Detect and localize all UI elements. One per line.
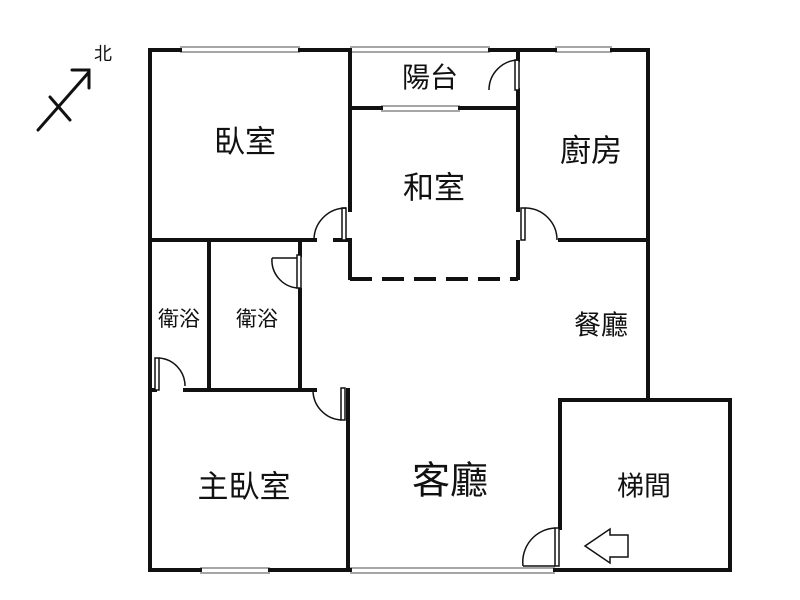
japanese-room-dashed-wall [348,240,520,281]
walls [148,48,732,572]
room-label-balcony: 陽台 [402,61,458,94]
windows [180,46,612,574]
entrance-arrow-icon [583,527,629,565]
room-label-bathroom-1: 衛浴 [158,307,200,331]
door-bathroom-2 [271,254,302,289]
room-label-bathroom-2: 衛浴 [236,307,278,331]
room-label-stairwell: 梯間 [617,472,671,503]
door-stairwell [522,527,560,567]
door-kitchen [520,207,558,241]
door-master-bedroom [312,387,346,421]
north-label: 北 [94,44,112,65]
north-arrow-icon [36,68,91,132]
door-bathroom-1 [154,357,186,391]
room-label-living-room: 客廳 [412,459,488,503]
room-label-japanese-room: 和室 [403,171,465,207]
doors [154,59,560,567]
room-label-kitchen: 廚房 [560,134,622,170]
door-balcony [488,59,520,91]
room-label-master-bedroom: 主臥室 [198,470,291,506]
door-japanese-room [313,207,347,241]
room-label-dining-room: 餐廳 [574,311,628,342]
room-label-bedroom: 臥室 [214,125,276,161]
